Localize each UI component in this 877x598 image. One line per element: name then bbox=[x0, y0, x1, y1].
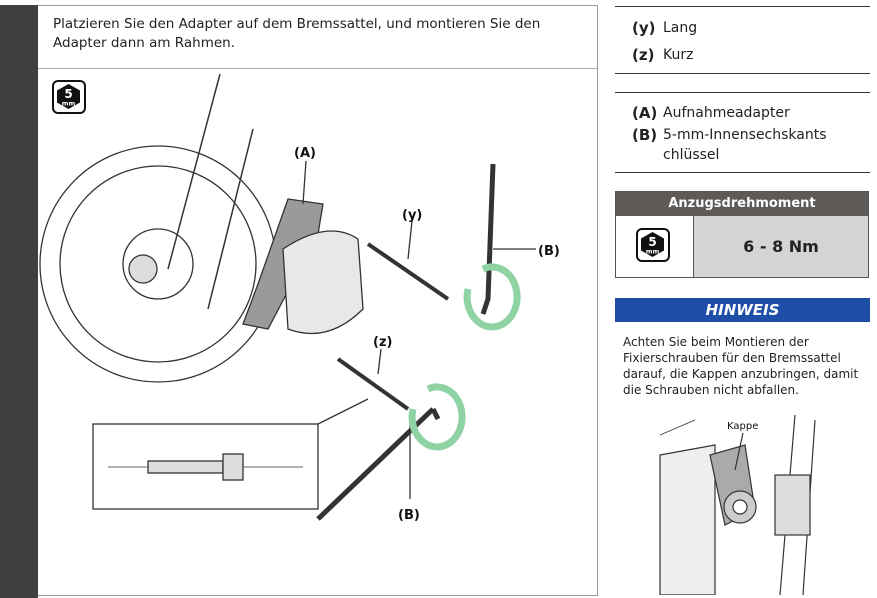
legend-text: Kurz bbox=[663, 47, 694, 63]
tighten-arrow-icon bbox=[408, 383, 466, 451]
adapter-mounting-illustration: (A) (y) (z) (B) (B) bbox=[39, 73, 560, 523]
legend-item-a: (A) Aufnahmeadapter bbox=[632, 103, 790, 123]
legend-text: Aufnahmeadapter bbox=[663, 105, 790, 121]
hex-key-top bbox=[480, 163, 496, 315]
label-b-bottom: (B) bbox=[398, 508, 420, 523]
legend-key: (y) bbox=[632, 19, 656, 37]
legend-item-b: (B) 5-mm-Innensechskantschlüssel bbox=[632, 125, 832, 165]
hinweis-text: Achten Sie beim Montieren der Fixierschr… bbox=[623, 335, 859, 397]
divider bbox=[615, 92, 870, 93]
divider bbox=[615, 6, 870, 7]
label-z: (z) bbox=[373, 335, 392, 350]
tighten-arrow-icon bbox=[463, 263, 521, 331]
label-a: (A) bbox=[294, 146, 316, 161]
step-instruction: Platzieren Sie den Adapter auf dem Brems… bbox=[53, 16, 541, 51]
torque-tool-cell: 5 mm bbox=[616, 216, 693, 277]
torque-header: Anzugsdrehmoment bbox=[616, 192, 868, 216]
divider bbox=[38, 68, 597, 69]
badge-unit: mm bbox=[646, 248, 660, 256]
legend-key: (z) bbox=[632, 46, 655, 64]
label-y: (y) bbox=[402, 208, 422, 223]
legend-text: 5-mm-Innensechskantschlüssel bbox=[663, 127, 827, 163]
brake-caliper bbox=[282, 230, 364, 335]
hex-key-5mm-icon: 5 mm bbox=[52, 80, 86, 114]
hex-key-bottom bbox=[316, 407, 441, 521]
divider bbox=[615, 172, 870, 173]
torque-table: Anzugsdrehmoment 5 mm 6 - 8 Nm bbox=[615, 191, 869, 278]
hinweis-banner: HINWEIS bbox=[615, 298, 870, 322]
mount-adapter bbox=[242, 198, 324, 330]
legend-item-z: (z) Kurz bbox=[632, 45, 693, 65]
badge-number: 5 bbox=[648, 235, 656, 249]
torque-value: 6 - 8 Nm bbox=[693, 216, 868, 277]
step-frame: Platzieren Sie den Adapter auf dem Brems… bbox=[38, 5, 598, 596]
legend-item-y: (y) Lang bbox=[632, 18, 697, 38]
bolt-short bbox=[336, 357, 410, 411]
bolt-long bbox=[366, 242, 450, 301]
legend-key: (A) bbox=[632, 104, 658, 122]
cap-label: Kappe bbox=[727, 421, 758, 432]
label-b-top: (B) bbox=[538, 244, 560, 259]
badge-unit: mm bbox=[62, 100, 76, 108]
cap-illustration: Kappe bbox=[659, 415, 816, 595]
section-sidebar-bar bbox=[0, 5, 38, 598]
hex-key-5mm-icon: 5 mm bbox=[636, 228, 670, 262]
legend-text: Lang bbox=[663, 20, 698, 36]
fork-leg bbox=[167, 73, 254, 310]
badge-number: 5 bbox=[64, 87, 72, 101]
divider bbox=[615, 73, 870, 74]
legend-key: (B) bbox=[632, 126, 658, 144]
bolt-detail-inset bbox=[92, 423, 319, 510]
